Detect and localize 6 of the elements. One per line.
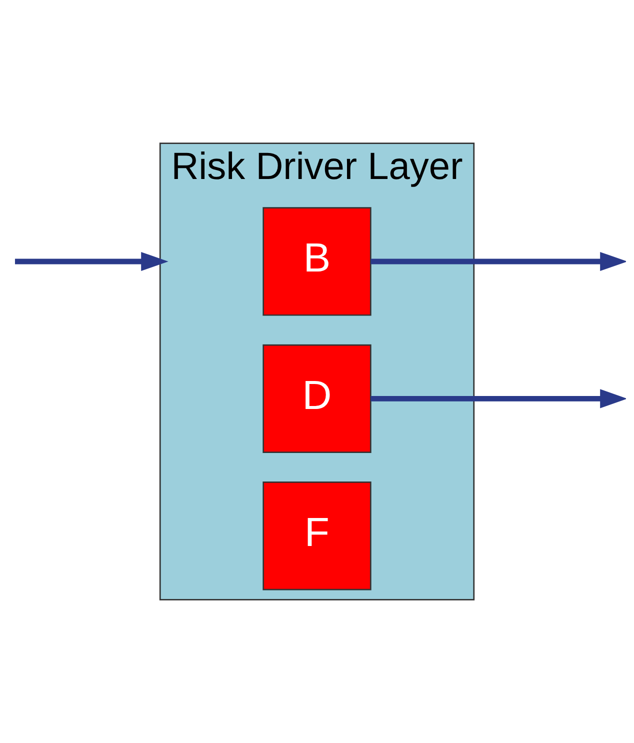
node-box: F <box>262 482 372 590</box>
node-box: B <box>262 207 372 316</box>
node-box: D <box>262 344 372 453</box>
arrow <box>15 252 168 272</box>
arrow <box>370 389 626 408</box>
arrow <box>370 252 626 272</box>
